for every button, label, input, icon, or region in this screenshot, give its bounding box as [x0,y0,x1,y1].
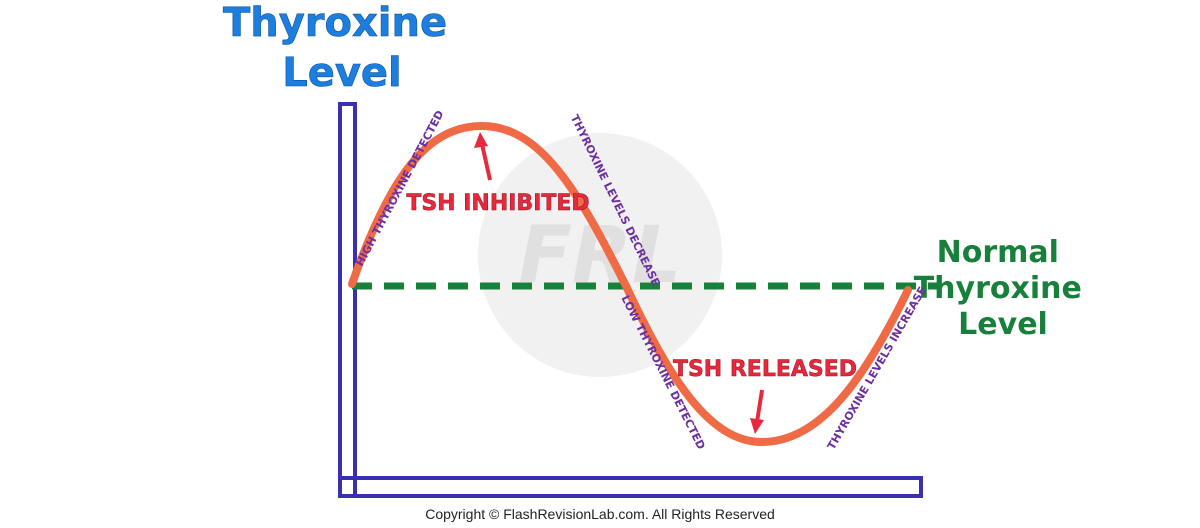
trough-arrow [750,389,764,434]
tsh-released-label: TSH RELEASED [673,357,857,382]
axis-title: Thyroxine Level [223,0,461,96]
normal-level-label: Normal Thyroxine Level [914,235,1093,342]
normal-label-line1: Normal [937,235,1059,270]
phase-label-high: HIGH THYROXINE DETECTED [353,108,446,268]
tsh-inhibited-label: TSH INHIBITED [406,191,589,216]
y-axis [338,102,357,498]
x-axis [338,476,923,498]
axis-corner [343,481,353,493]
peak-arrow [474,132,492,181]
axis-title-line1: Thyroxine [223,0,447,46]
copyright-notice: Copyright © FlashRevisionLab.com. All Ri… [425,506,775,522]
thyroxine-curve [348,121,912,447]
axis-title-line2: Level [282,50,402,96]
normal-label-line3: Level [958,307,1048,342]
normal-label-line2: Thyroxine [914,271,1082,306]
